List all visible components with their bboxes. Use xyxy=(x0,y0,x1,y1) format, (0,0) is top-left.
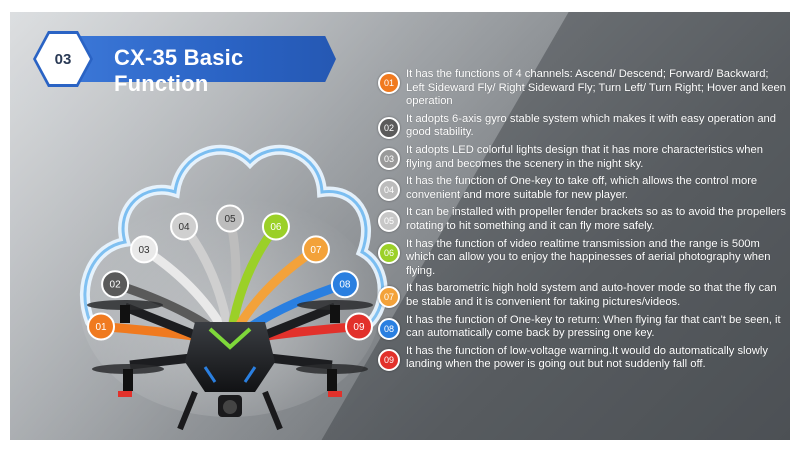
ray-badge-01 xyxy=(87,312,116,341)
ray-badge-07 xyxy=(301,235,330,264)
feature-item: 05 It can be installed with propeller fen… xyxy=(378,206,790,233)
ray-badge-09 xyxy=(344,312,373,341)
feature-number-badge: 08 xyxy=(378,317,400,340)
feature-text: It has the function of One-key to return… xyxy=(406,313,781,340)
feature-item: 06 It has the function of video realtime … xyxy=(378,238,790,279)
feature-item: 01 It has the functions of 4 channels: As… xyxy=(378,68,790,109)
ray-badge-03 xyxy=(130,235,159,264)
feature-text: It has barometric high hold system and a… xyxy=(406,282,777,308)
feature-number-badge: 05 xyxy=(378,210,400,233)
ray-label: 09 xyxy=(353,322,365,333)
feature-item: 07 It has barometric high hold system and… xyxy=(378,282,790,309)
feature-item: 09 It has the function of low-voltage war… xyxy=(378,345,790,372)
ray-badge-02 xyxy=(101,270,130,299)
feature-list: 01 It has the functions of 4 channels: As… xyxy=(378,68,790,376)
drone-illustration: 01 02 03 04 05 06 07 08 09 xyxy=(80,144,388,431)
feature-item: 08 It has the function of One-key to retu… xyxy=(378,314,790,341)
feature-text: It has the function of One-key to take o… xyxy=(406,175,758,201)
feature-item: 04 It has the function of One-key to take… xyxy=(378,175,790,202)
ray-label: 04 xyxy=(178,222,190,233)
ray-label: 03 xyxy=(138,245,150,256)
ray-badge-08 xyxy=(330,270,359,299)
page-title: CX-35 Basic Function xyxy=(114,45,244,96)
ray-badge-04 xyxy=(170,212,199,241)
title-banner: 03 CX-35 Basic Function xyxy=(33,31,336,96)
ray-badge-05 xyxy=(216,204,244,233)
feature-text: It can be installed with propeller fende… xyxy=(406,206,786,232)
feature-item: 03 It adopts LED colorful lights design t… xyxy=(378,144,790,171)
feature-number-badge: 04 xyxy=(378,179,400,202)
feature-item: 02 It adopts 6-axis gyro stable system wh… xyxy=(378,113,790,140)
feature-text: It has the functions of 4 channels: Asce… xyxy=(406,68,786,108)
banner-bar xyxy=(66,36,336,82)
feature-panel: 03 CX-35 Basic Function 01 02 03 04 05 06 07 08… xyxy=(10,12,790,440)
feature-number-badge: 07 xyxy=(378,286,400,309)
feature-number-badge: 06 xyxy=(378,241,400,264)
ray-label: 08 xyxy=(339,280,351,291)
ray-label: 05 xyxy=(224,214,236,225)
ray-badge-06 xyxy=(261,212,290,241)
feature-number-badge: 01 xyxy=(378,72,400,94)
drone xyxy=(87,300,373,431)
feature-number-badge: 03 xyxy=(378,147,400,170)
ray-label: 07 xyxy=(310,245,322,256)
feature-text: It adopts 6-axis gyro stable system whic… xyxy=(406,112,776,139)
feature-text: It has the function of low-voltage warni… xyxy=(406,344,768,371)
feature-text: It adopts LED colorful lights design tha… xyxy=(406,143,763,170)
feature-number-badge: 02 xyxy=(378,116,400,139)
feature-number-badge: 09 xyxy=(378,348,400,371)
ray-label: 02 xyxy=(110,280,122,291)
ray-label: 01 xyxy=(95,322,107,333)
feature-text: It has the function of video realtime tr… xyxy=(406,237,771,277)
ray-label: 06 xyxy=(270,222,282,233)
